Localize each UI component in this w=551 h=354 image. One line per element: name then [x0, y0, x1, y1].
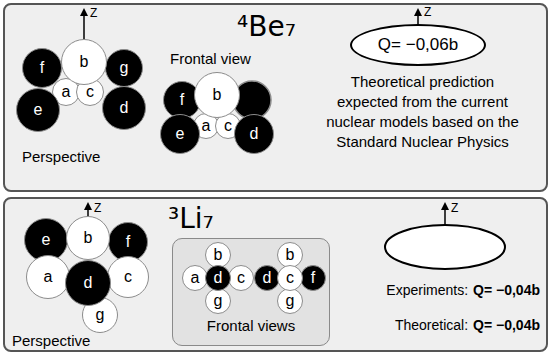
sphere-letter: b	[286, 246, 295, 264]
sphere-letter: a	[62, 83, 71, 101]
view-caption: Perspective	[22, 148, 100, 166]
sphere-letter: b	[80, 53, 89, 71]
sphere-letter: g	[96, 306, 105, 324]
sphere-letter: b	[214, 246, 223, 264]
box-caption: Frontal views	[173, 317, 329, 334]
box-ground	[172, 238, 330, 346]
black-sphere: d	[102, 86, 146, 130]
label-anchor: Z	[90, 6, 97, 21]
sphere-letter: f	[311, 269, 315, 287]
shape-ellipse	[385, 225, 505, 269]
arrowhead	[84, 202, 92, 210]
note-text: Theoretical prediction expected from the…	[320, 72, 525, 152]
label-anchor: Frontal view	[170, 50, 251, 68]
black-sphere: g	[105, 49, 143, 87]
white-sphere: b	[66, 216, 110, 260]
sphere-letter: d	[84, 274, 93, 292]
sphere-letter: g	[214, 292, 223, 310]
sphere-letter: e	[42, 231, 51, 249]
arrowhead	[441, 202, 449, 210]
sphere-letter: c	[286, 269, 294, 287]
white-sphere: c	[107, 256, 149, 298]
label-anchor: Z	[451, 201, 458, 216]
sphere-letter: f	[180, 91, 184, 109]
panel-ground	[3, 197, 548, 352]
sphere-letter: g	[120, 59, 129, 77]
white-sphere: b	[61, 39, 107, 85]
sphere-letter: c	[237, 269, 245, 287]
white-sphere: a	[26, 255, 70, 299]
sphere-letter: c	[124, 268, 132, 286]
label-anchor: Z	[94, 201, 101, 216]
panel-title: ³Li₇	[168, 203, 214, 235]
sphere-letter: e	[34, 101, 43, 119]
sphere-letter: e	[176, 125, 185, 143]
sphere-letter: d	[214, 269, 223, 287]
sphere-letter: a	[202, 117, 211, 135]
label-anchor: Perspective	[12, 332, 90, 350]
white-sphere: c	[277, 265, 303, 291]
view-caption: Perspective	[12, 332, 90, 350]
black-sphere: e	[16, 88, 60, 132]
panel-title: ⁴Be₇	[237, 11, 296, 43]
sphere-letter: d	[263, 269, 272, 287]
white-sphere: b	[194, 72, 240, 118]
label-anchor: Theoretical:	[395, 317, 468, 334]
label-anchor: Experiments:	[386, 282, 468, 299]
arrowhead	[414, 8, 422, 16]
sphere-letter: b	[213, 86, 222, 104]
quadrupole-value: Q= −0,06b	[378, 35, 458, 55]
sphere-letter: a	[191, 269, 200, 287]
white-sphere: c	[228, 265, 254, 291]
z-axis	[83, 14, 85, 39]
black-sphere: f	[22, 48, 62, 88]
sphere-letter: f	[126, 233, 130, 251]
label-anchor: Q= −0,04b	[473, 317, 540, 334]
axis-label: Z	[94, 201, 101, 216]
measure-label: Theoretical:	[395, 317, 468, 334]
quadrupole-value: Q= −0,04b	[473, 317, 540, 334]
sphere-letter: b	[84, 229, 93, 247]
axis-label: Z	[424, 5, 431, 20]
measure-label: Experiments:	[386, 282, 468, 299]
view-caption: Frontal view	[170, 50, 251, 68]
label-anchor: Q= −0,04b	[473, 282, 540, 299]
frontal-views-box: Frontal viewsbacgdbdfgc	[172, 238, 330, 346]
black-sphere: d	[65, 260, 111, 306]
sphere-letter: d	[120, 99, 129, 117]
z-axis	[444, 208, 446, 225]
black-sphere: e	[160, 114, 200, 154]
sphere-letter: c	[224, 117, 232, 135]
black-sphere: f	[300, 265, 326, 291]
white-sphere: g	[205, 288, 231, 314]
black-sphere: d	[234, 114, 274, 154]
label-anchor: Theoretical prediction expected from the…	[320, 72, 525, 152]
arrowhead	[80, 8, 88, 16]
axis-label: Z	[451, 201, 458, 216]
panel-ground	[3, 3, 548, 192]
sphere-letter: c	[86, 83, 94, 101]
white-sphere: g	[277, 288, 303, 314]
black-sphere: d	[205, 265, 231, 291]
quadrupole-value: Q= −0,04b	[473, 282, 540, 299]
sphere-letter: g	[286, 292, 295, 310]
sphere-letter: a	[44, 268, 53, 286]
axis-label: Z	[90, 6, 97, 21]
sphere-letter: f	[40, 59, 44, 77]
sphere-letter: d	[250, 125, 259, 143]
quadrupole-ellipse: Q= −0,06b	[350, 24, 486, 66]
label-anchor: Z	[424, 5, 431, 20]
label-anchor: Perspective	[22, 148, 100, 166]
